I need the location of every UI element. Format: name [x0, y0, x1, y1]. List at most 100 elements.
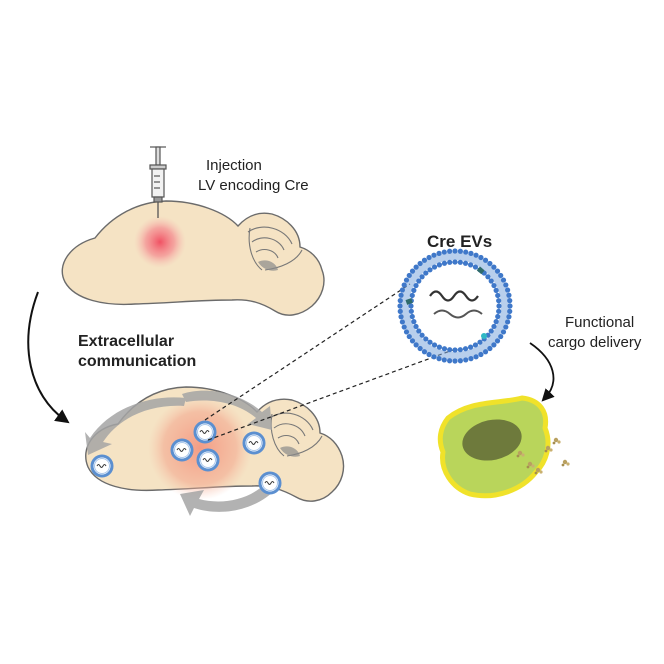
lipid-head: [398, 314, 404, 320]
lipid-head: [413, 323, 419, 330]
small-ev-icon: [196, 448, 220, 472]
lipid-head: [457, 358, 463, 364]
lipid-head: [462, 346, 469, 352]
lipid-head: [423, 336, 429, 342]
communication-label-line1: Extracellular: [78, 333, 174, 350]
lipid-head: [472, 342, 479, 348]
lipid-head: [507, 308, 513, 314]
lipid-head: [468, 344, 474, 350]
injection-site-glow: [134, 216, 186, 268]
lipid-head: [441, 357, 447, 363]
cargo-particle: [544, 445, 553, 453]
brain-evs: [90, 420, 282, 495]
bottom-brain: [85, 386, 345, 502]
brainstem-shadow: [258, 260, 278, 271]
injection-label-line2: LV encoding Cre: [198, 177, 309, 194]
lipid-head: [463, 357, 469, 363]
small-ev-icon: [90, 454, 114, 478]
lipid-head: [500, 329, 507, 335]
lipid-head: [494, 338, 501, 344]
lipid-head: [478, 254, 484, 261]
lipid-head: [478, 351, 484, 358]
lipid-head: [472, 264, 479, 270]
cre-evs-label: Cre EVs: [427, 232, 492, 251]
lipid-head: [491, 264, 497, 270]
lipid-head: [447, 248, 453, 254]
lipid-head: [441, 249, 447, 255]
cargo-particle: [561, 459, 570, 467]
lipid-head: [473, 252, 479, 258]
lipid-head: [473, 354, 479, 360]
lipid-head: [457, 347, 463, 353]
lipid-head: [457, 259, 463, 265]
lipid-head: [416, 278, 422, 284]
lipid-head: [496, 308, 502, 314]
lipid-head: [493, 319, 499, 325]
flow-arrow-communication: [27, 291, 70, 424]
lipid-head: [441, 346, 448, 352]
lipid-head: [477, 339, 483, 345]
lipid-head: [485, 274, 491, 280]
lipid-head: [491, 342, 497, 348]
lipid-head: [409, 313, 415, 320]
lipid-head: [423, 270, 429, 276]
lipid-head: [491, 282, 497, 289]
lipid-head: [487, 260, 493, 267]
lipid-head: [409, 338, 416, 344]
lipid-head: [431, 252, 437, 258]
lipid-head: [506, 292, 512, 298]
lipid-head: [427, 339, 433, 345]
brain-icon: [61, 200, 325, 316]
lipid-head: [505, 319, 511, 325]
lipid-head: [427, 267, 433, 273]
lipid-head: [399, 287, 405, 293]
lipid-head: [447, 347, 453, 353]
cargo-particle: [526, 461, 535, 469]
lipid-head: [411, 319, 417, 325]
lipid-head: [482, 349, 489, 355]
lipid-head: [431, 264, 438, 270]
target-cell-icon: [437, 395, 570, 499]
lipid-head: [408, 303, 414, 309]
lipid-head: [397, 298, 403, 304]
delivery-label-line2: cargo delivery: [548, 334, 642, 351]
lipid-head: [408, 308, 414, 314]
lipid-head: [436, 250, 442, 256]
cargo-rna: [429, 290, 479, 302]
lipid-head: [417, 260, 423, 267]
communication-label-line2: communication: [78, 353, 196, 370]
small-ev-icon: [258, 471, 282, 495]
lipid-head: [417, 345, 423, 352]
lipid-head: [505, 287, 511, 293]
lipid-head: [401, 282, 407, 288]
lipid-head: [398, 292, 404, 298]
lipid-head: [488, 278, 494, 284]
circulation-arrows: [85, 390, 275, 516]
lipid-head: [447, 259, 453, 265]
lipid-head: [409, 268, 416, 274]
lipid-head: [503, 324, 509, 330]
lipid-head: [498, 272, 504, 279]
lipid-head: [419, 332, 425, 338]
lipid-head: [452, 248, 458, 254]
lipid-head: [493, 287, 499, 293]
lipid-head: [468, 262, 474, 268]
lipid-head: [457, 248, 463, 254]
lipid-head: [421, 349, 428, 355]
lipid-head: [401, 324, 407, 330]
spread-region-glow: [148, 396, 252, 500]
lipid-head: [495, 313, 501, 320]
lipid-head: [403, 329, 410, 335]
lipid-head: [431, 342, 438, 348]
lipid-head: [468, 356, 474, 362]
lipid-head: [498, 333, 504, 340]
lipid-head: [462, 260, 469, 266]
membrane-protein: [481, 333, 487, 339]
lipid-head: [413, 264, 419, 270]
membrane-protein: [476, 266, 485, 275]
lipid-head: [503, 282, 509, 288]
cargo-particles: [516, 437, 570, 475]
delivery-label-line1: Functional: [565, 314, 634, 331]
